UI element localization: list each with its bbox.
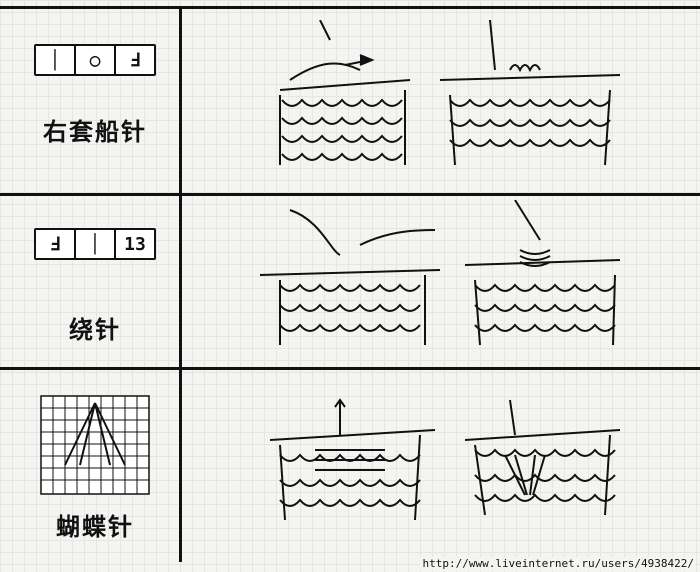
knit-diagram-illustration — [270, 398, 436, 521]
row-divider-2 — [0, 367, 700, 370]
row-2-legend: Ⅎ │ 13 绕针 — [10, 228, 180, 345]
row-3-legend: 蝴蝶针 — [10, 395, 180, 542]
stitch-name: 绕针 — [69, 316, 121, 344]
symbol-cell: Ⅎ — [114, 46, 154, 74]
stitch-symbol-box: Ⅎ │ 13 — [34, 228, 156, 260]
knit-diagram-illustration — [465, 200, 621, 346]
knit-diagram-illustration — [260, 209, 440, 345]
butterfly-chart-grid — [40, 395, 150, 495]
knit-diagram-illustration — [279, 20, 411, 165]
knit-diagram-illustration — [465, 399, 621, 516]
row-1-legend: │ ○ Ⅎ 右套船针 — [10, 44, 180, 147]
column-divider — [179, 6, 182, 562]
stitch-name: 右套船针 — [43, 118, 147, 146]
table-top-border — [0, 6, 700, 9]
symbol-cell: 13 — [114, 230, 154, 258]
symbol-cell: ○ — [74, 46, 114, 74]
stitch-name: 蝴蝶针 — [56, 513, 134, 541]
symbol-cell: │ — [49, 49, 61, 71]
row-divider-1 — [0, 193, 700, 196]
knit-diagram-illustration — [440, 20, 620, 166]
stitch-symbol-box: │ ○ Ⅎ — [34, 44, 156, 76]
symbol-cell: Ⅎ — [49, 233, 61, 255]
watermark-url: http://www.liveinternet.ru/users/4938422… — [420, 557, 696, 570]
symbol-cell: │ — [74, 230, 114, 258]
